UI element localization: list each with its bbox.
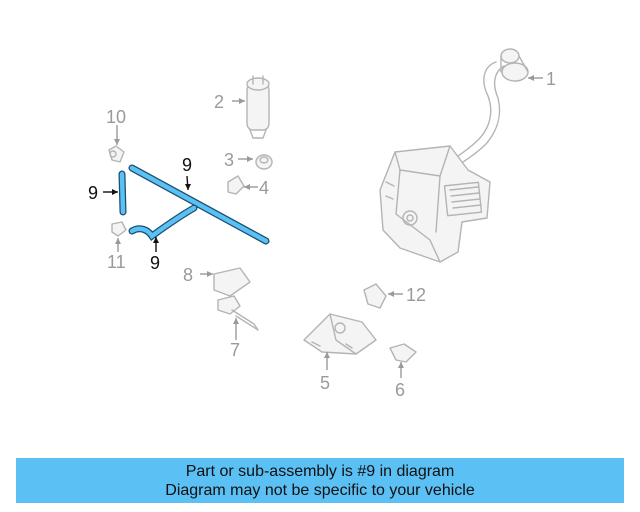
banner-line-disclaimer: Diagram may not be specific to your vehi… [165, 481, 475, 499]
callout-1[interactable]: 1 [546, 69, 556, 89]
callout-8[interactable]: 8 [183, 265, 193, 285]
callout-4[interactable]: 4 [259, 178, 269, 198]
washer-reservoir[interactable] [379, 145, 491, 263]
part-9-hoses-highlighted[interactable] [118, 164, 270, 245]
leader-arrowheads [114, 75, 534, 368]
callout-7[interactable]: 7 [230, 340, 240, 360]
callout-9-left[interactable]: 9 [88, 183, 98, 203]
part-7-washer-nozzle[interactable] [217, 295, 259, 331]
part-8-nozzle-cover[interactable] [213, 267, 251, 297]
info-banner: Part or sub-assembly is #9 in diagram Di… [16, 458, 624, 503]
part-2-washer-pump[interactable] [246, 75, 270, 139]
callout-6[interactable]: 6 [395, 380, 405, 400]
part-3-grommet[interactable] [255, 154, 273, 170]
part-10-connector[interactable] [108, 145, 125, 163]
callout-11[interactable]: 11 [107, 252, 126, 272]
callout-10[interactable]: 10 [106, 107, 126, 127]
part-5-mount-bracket[interactable] [303, 313, 377, 355]
part-12-bracket[interactable] [363, 283, 387, 309]
part-1-filler-neck[interactable] [451, 48, 529, 165]
part-6-elbow-hose[interactable] [389, 343, 417, 363]
part-4-clip[interactable] [227, 175, 245, 195]
callout-3[interactable]: 3 [224, 150, 234, 170]
banner-line-part-number: Part or sub-assembly is #9 in diagram [185, 462, 455, 480]
callout-2[interactable]: 2 [214, 92, 224, 112]
highlight-arrowheads [112, 184, 191, 243]
callout-9-lower[interactable]: 9 [150, 253, 160, 273]
part-11-connector[interactable] [111, 221, 127, 237]
callout-9-upper[interactable]: 9 [182, 155, 192, 175]
callout-12[interactable]: 12 [406, 285, 426, 305]
callout-5[interactable]: 5 [320, 373, 330, 393]
